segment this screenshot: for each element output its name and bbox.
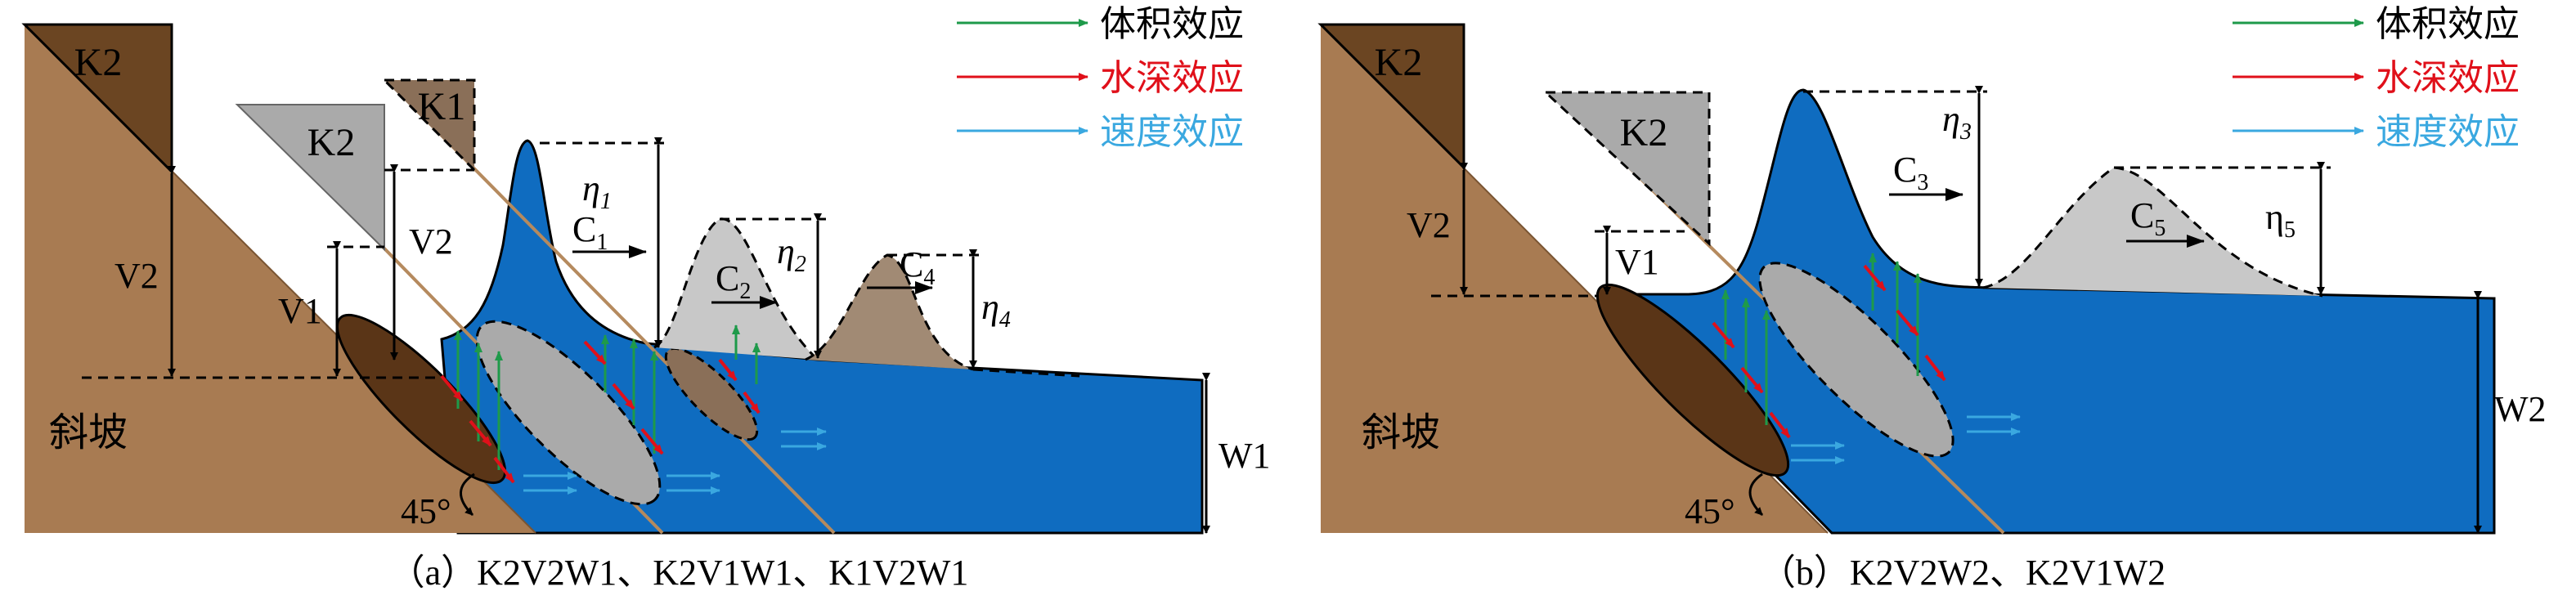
depth-arrows-a bbox=[440, 340, 761, 484]
legend-volume-label-b: 体积效应 bbox=[2376, 4, 2520, 44]
v2-label-b: V2 bbox=[1407, 205, 1451, 245]
v1-label-b: V1 bbox=[1615, 242, 1659, 282]
c5-label-b: C5 bbox=[2130, 195, 2165, 241]
block-k2-grey-a bbox=[235, 104, 385, 252]
w1-label-a: W1 bbox=[1218, 436, 1271, 476]
angle-label-b: 45° bbox=[1685, 491, 1735, 531]
block-k2-label-a: K2 bbox=[74, 41, 123, 84]
block-k1-a bbox=[381, 78, 476, 173]
water-body-b bbox=[1595, 88, 2496, 535]
legend-a: 体积效应 水深效应 速度效应 bbox=[957, 4, 1244, 152]
legend-depth-label-b: 水深效应 bbox=[2376, 58, 2520, 98]
angle-label-a: 45° bbox=[401, 491, 451, 531]
caption-b: （b）K2V2W2、K2V1W2 bbox=[1760, 553, 2165, 593]
block-k2-grey-b bbox=[1542, 91, 1711, 247]
eta2-label-a: η2 bbox=[777, 231, 806, 277]
slide-small-a bbox=[664, 347, 759, 441]
wave-c4-a bbox=[805, 253, 974, 371]
block-k2-grey-label-a: K2 bbox=[307, 121, 356, 164]
legend-speed-label-b: 速度效应 bbox=[2376, 112, 2520, 152]
block-k2-b bbox=[1317, 23, 1465, 171]
slide-ghost-a bbox=[475, 320, 662, 506]
speed-arrows-a bbox=[523, 428, 827, 495]
v1-label-a: V1 bbox=[278, 291, 322, 331]
slide-body-b bbox=[1595, 283, 1790, 477]
c3-label-b: C3 bbox=[1893, 150, 1928, 195]
legend-volume-label-a: 体积效应 bbox=[1100, 4, 1244, 44]
volume-arrows-b bbox=[1721, 253, 1922, 425]
panel-b: K2 K2 V2 V1 η3 η5 W2 C3 C5 bbox=[1317, 23, 2547, 593]
eta1-label-a: η1 bbox=[582, 168, 612, 214]
wave-tail-a bbox=[972, 368, 1080, 378]
eta3-label-b: η3 bbox=[1942, 99, 1972, 145]
angle-arc-a bbox=[460, 472, 475, 517]
legend-depth-label-a: 水深效应 bbox=[1100, 58, 1244, 98]
slope-a bbox=[25, 25, 536, 533]
eta4-label-a: η4 bbox=[981, 287, 1011, 333]
angle-arc-b bbox=[1748, 472, 1764, 517]
c1-label-a: C1 bbox=[572, 209, 608, 255]
block-k2-label-b: K2 bbox=[1375, 41, 1423, 84]
block-k1-label-a: K1 bbox=[418, 85, 466, 128]
w2-label-b: W2 bbox=[2494, 389, 2547, 429]
wave-c2-a bbox=[653, 217, 819, 361]
legend-b: 体积效应 水深效应 速度效应 bbox=[2233, 4, 2520, 152]
eta5-label-b: η5 bbox=[2265, 197, 2296, 243]
slide-ghost-b bbox=[1758, 262, 1954, 458]
speed-arrows-b bbox=[1791, 413, 2021, 464]
legend-speed-label-a: 速度效应 bbox=[1100, 112, 1244, 152]
slope-label-a: 斜坡 bbox=[49, 411, 128, 454]
v2-label-a: V2 bbox=[114, 256, 159, 296]
slope-label-b: 斜坡 bbox=[1362, 411, 1440, 454]
c2-label-a: C2 bbox=[716, 258, 751, 304]
water-body-a bbox=[440, 139, 1204, 535]
v2-inner-label-a: V2 bbox=[409, 222, 453, 262]
panel-a: K2 K2 K1 V2 V1 V2 η1 η bbox=[21, 23, 1271, 593]
depth-arrows-b bbox=[1712, 264, 1946, 439]
block-k2-a bbox=[21, 23, 173, 175]
c4-label-a: C4 bbox=[900, 244, 935, 290]
block-k2-grey-label-b: K2 bbox=[1620, 111, 1668, 154]
caption-a: （a）K2V2W1、K2V1W1、K1V2W1 bbox=[389, 553, 969, 593]
